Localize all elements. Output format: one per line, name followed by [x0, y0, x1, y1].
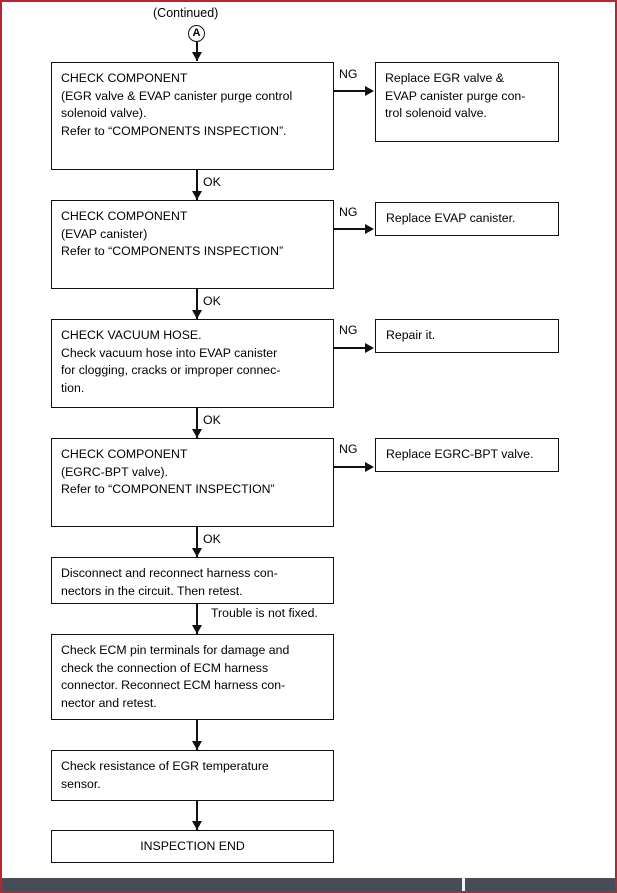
edge-label-ok-4: OK — [203, 532, 221, 546]
arrow-right-icon-ng-2 — [365, 224, 374, 234]
result-replace-egr-valve-and-solenoid[interactable]: Replace EGR valve & EVAP canister purge … — [375, 62, 559, 142]
step-check-component-evap-canister[interactable]: CHECK COMPONENT (EVAP canister) Refer to… — [51, 200, 334, 289]
connector-line-ok-3 — [196, 408, 198, 438]
edge-label-trouble-not-fixed: Trouble is not fixed. — [211, 606, 318, 620]
result-replace-egrc-bpt-valve[interactable]: Replace EGRC-BPT valve. — [375, 438, 559, 472]
branch-line-ng-1 — [334, 90, 370, 92]
connector-line-ok-2 — [196, 289, 198, 319]
arrow-down-icon-ok-2 — [192, 310, 202, 319]
connector-line-6 — [196, 801, 198, 830]
branch-line-ng-4 — [334, 466, 370, 468]
step-check-component-egrc-bpt[interactable]: CHECK COMPONENT (EGRC-BPT valve). Refer … — [51, 438, 334, 527]
connector-line-5 — [196, 720, 198, 750]
arrow-down-icon-6 — [192, 821, 202, 830]
result-replace-evap-canister[interactable]: Replace EVAP canister. — [375, 202, 559, 236]
arrow-down-icon-entry — [192, 52, 202, 61]
arrow-down-icon-5 — [192, 741, 202, 750]
connector-line-entry — [196, 42, 198, 61]
edge-label-ok-1: OK — [203, 175, 221, 189]
arrow-down-icon-ok-3 — [192, 429, 202, 438]
step-check-vacuum-hose[interactable]: CHECK VACUUM HOSE. Check vacuum hose int… — [51, 319, 334, 408]
edge-label-ok-2: OK — [203, 294, 221, 308]
arrow-right-icon-ng-4 — [365, 462, 374, 472]
arrow-down-icon-ok-1 — [192, 191, 202, 200]
edge-label-ng-2: NG — [339, 205, 358, 219]
edge-label-ng-3: NG — [339, 323, 358, 337]
arrow-right-icon-ng-3 — [365, 343, 374, 353]
arrow-right-icon-ng-1 — [365, 86, 374, 96]
arrow-down-icon-ok-4 — [192, 548, 202, 557]
step-check-component-egr-evap[interactable]: CHECK COMPONENT (EGR valve & EVAP canist… — [51, 62, 334, 170]
continued-label: (Continued) — [153, 6, 219, 20]
bottom-scrollbar[interactable] — [2, 878, 615, 891]
scrollbar-tick — [462, 878, 465, 891]
connector-circle-a: A — [188, 25, 205, 42]
edge-label-ng-4: NG — [339, 442, 358, 456]
step-inspection-end[interactable]: INSPECTION END — [51, 830, 334, 863]
connector-line-ok-4 — [196, 527, 198, 557]
branch-line-ng-2 — [334, 228, 370, 230]
step-check-egr-temperature-sensor[interactable]: Check resistance of EGR temperature sens… — [51, 750, 334, 801]
edge-label-ng-1: NG — [339, 67, 358, 81]
branch-line-ng-3 — [334, 347, 370, 349]
connector-line-ok-1 — [196, 170, 198, 200]
edge-label-ok-3: OK — [203, 413, 221, 427]
result-repair-it[interactable]: Repair it. — [375, 319, 559, 353]
arrow-down-icon-trouble — [192, 625, 202, 634]
connector-line-trouble — [196, 604, 198, 634]
step-disconnect-reconnect-harness[interactable]: Disconnect and reconnect harness con- ne… — [51, 557, 334, 604]
step-check-ecm-pin-terminals[interactable]: Check ECM pin terminals for damage and c… — [51, 634, 334, 720]
